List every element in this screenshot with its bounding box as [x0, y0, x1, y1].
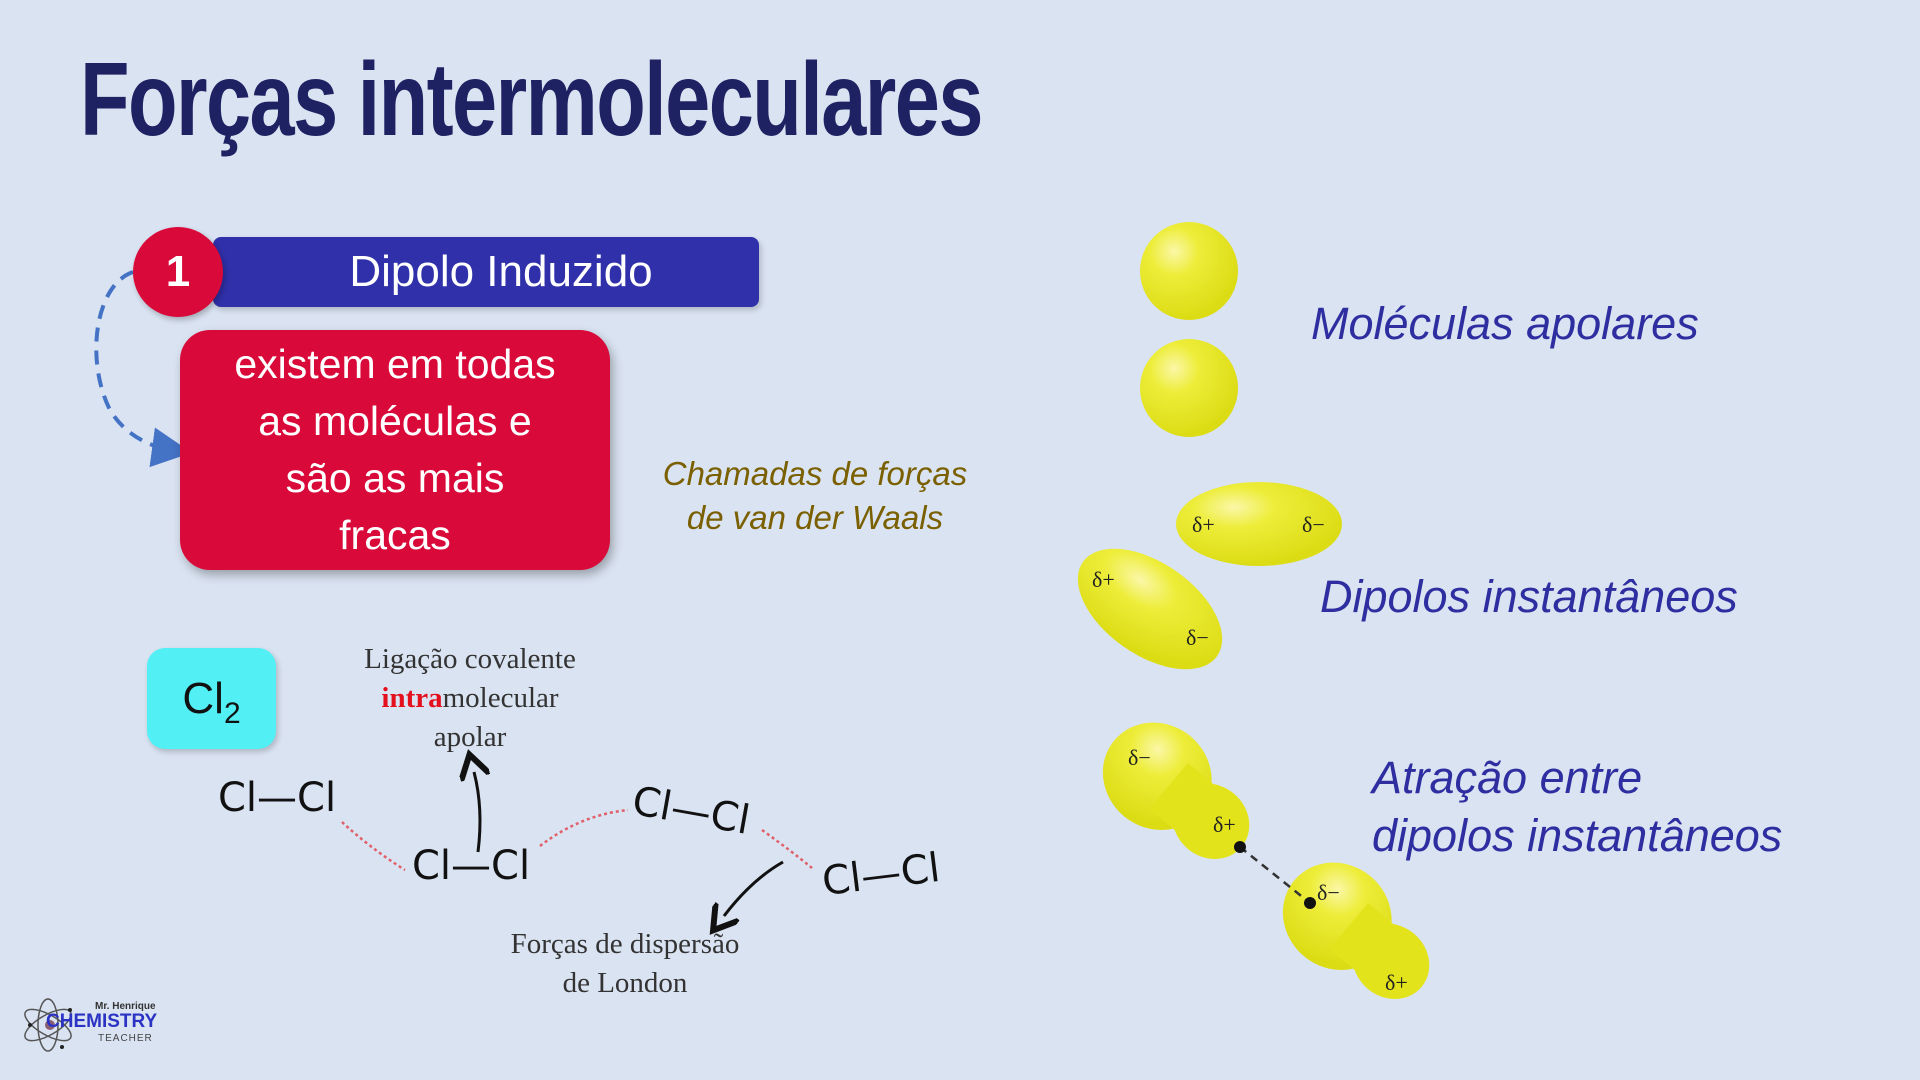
- slide-title: Forças intermoleculares: [80, 42, 983, 158]
- london-line: de London: [562, 967, 688, 999]
- london-line: Forças de dispersão: [510, 928, 740, 960]
- attraction-label-line1: Atração entre: [1372, 752, 1643, 803]
- description-box: existem em todas as moléculas e são as m…: [180, 330, 610, 570]
- cl2-molecule: Cl—Cl: [412, 843, 531, 889]
- description-line: existem em todas: [234, 341, 556, 387]
- charge-plus: δ+: [1385, 970, 1408, 995]
- charge-minus: δ−: [1186, 625, 1209, 650]
- apolar-molecules-label: Moléculas apolares: [1311, 298, 1699, 349]
- section-heading: Dipolo Induzido: [213, 237, 759, 307]
- atom-icon: [24, 998, 72, 1052]
- description-line: fracas: [339, 512, 451, 558]
- formula-box: Cl2: [147, 648, 276, 749]
- attraction-label-line2: dipolos instantâneos: [1372, 810, 1783, 861]
- cl2-molecule: Cl—Cl: [218, 775, 337, 821]
- charge-minus: δ−: [1302, 512, 1325, 537]
- intra-highlight: intra: [381, 682, 443, 714]
- bond-label-line: apolar: [433, 721, 507, 753]
- charge-minus: δ−: [1317, 880, 1340, 905]
- bond-label: Ligação covalente intramolecular apolar: [325, 640, 615, 757]
- formula-main: Cl: [182, 674, 224, 723]
- description-line: são as mais: [285, 455, 505, 501]
- van-der-waals-note: Chamadas de forças de van der Waals: [640, 452, 990, 540]
- logo-top-text: Mr. Henrique: [95, 1001, 156, 1012]
- note-line: Chamadas de forças: [662, 455, 968, 492]
- section-number-badge: 1: [133, 227, 223, 317]
- logo-main-text: CHEMISTRY: [46, 1011, 158, 1032]
- chemistry-teacher-logo: Mr. Henrique CHEMISTRY TEACHER: [20, 985, 175, 1065]
- charge-minus: δ−: [1128, 745, 1151, 770]
- charge-plus: δ+: [1192, 512, 1215, 537]
- bond-label-rest: molecular: [442, 682, 559, 714]
- bond-label-line: Ligação covalente: [364, 643, 576, 675]
- apolar-molecule-2: [1140, 339, 1238, 437]
- charge-plus: δ+: [1213, 812, 1236, 837]
- formula-subscript: 2: [223, 697, 241, 730]
- london-dispersion-label: Forças de dispersão de London: [465, 925, 785, 1003]
- charge-plus: δ+: [1092, 567, 1115, 592]
- logo-bottom-text: TEACHER: [98, 1033, 153, 1044]
- bond-label-line: intramolecular: [325, 679, 615, 718]
- note-line: de van der Waals: [686, 499, 944, 536]
- description-line: as moléculas e: [258, 398, 532, 444]
- apolar-molecule-1: [1140, 222, 1238, 320]
- instantaneous-dipoles-label: Dipolos instantâneos: [1320, 571, 1738, 622]
